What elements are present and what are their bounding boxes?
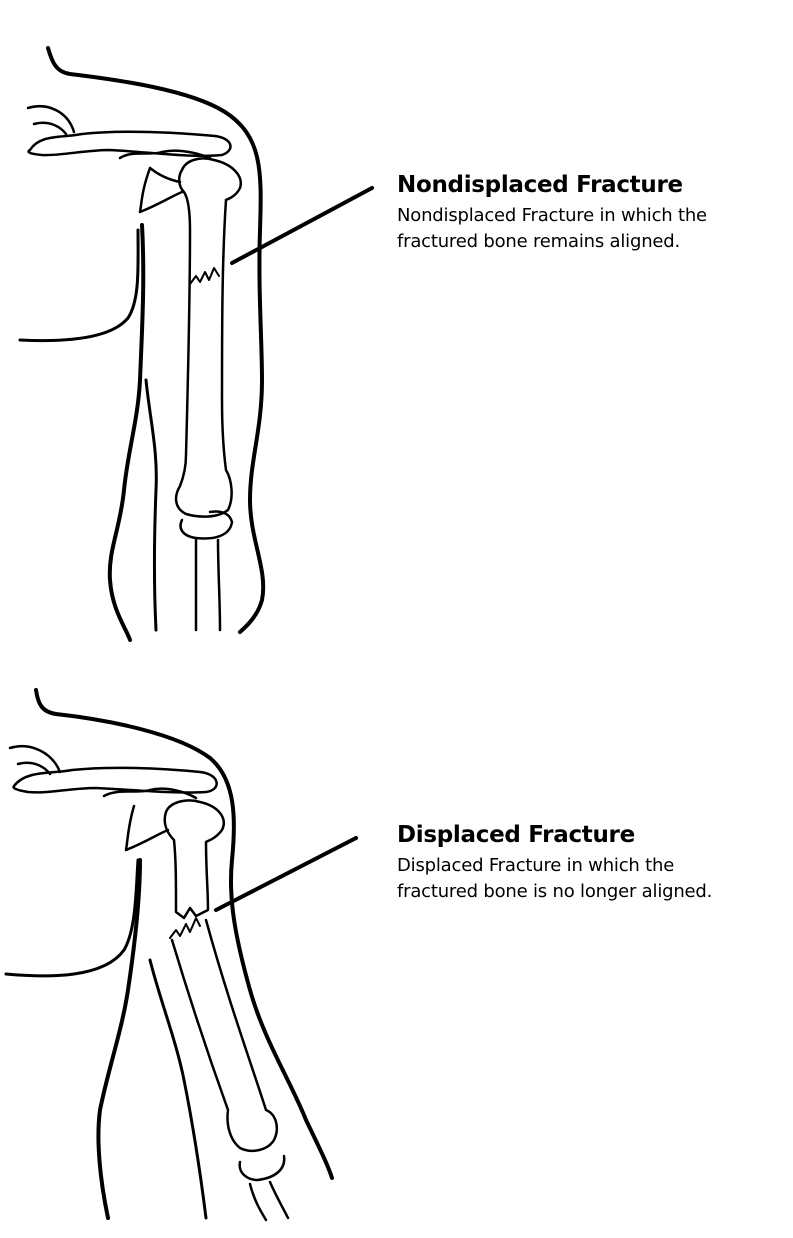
bottom-clavicle — [12, 766, 218, 794]
displaced-arm-illustration — [4, 688, 358, 1222]
nondisplaced-description-line-1: Nondisplaced Fracture in which the — [397, 205, 707, 226]
nondisplaced-description-line-2: fractured bone remains aligned. — [397, 231, 681, 252]
bottom-forearm-bones — [238, 1154, 290, 1222]
bottom-arm-outline-inner — [96, 858, 142, 1220]
bottom-clavicle-hook — [8, 745, 62, 776]
displaced-description-line-2: fractured bone is no longer aligned. — [397, 881, 713, 902]
top-arm-outline-outer — [46, 46, 266, 634]
top-scapula — [118, 149, 212, 214]
top-arm-inner-contour-2 — [144, 378, 158, 632]
displaced-description: Displaced Fracture in which the fracture… — [397, 853, 777, 905]
top-humerus — [174, 157, 243, 518]
bottom-humerus-distal — [170, 918, 278, 1152]
top-pointer-line — [230, 186, 374, 265]
nondisplaced-arm-illustration — [18, 46, 374, 642]
top-fracture-line — [189, 267, 220, 285]
top-chest-outline — [18, 228, 140, 343]
bottom-arm-inner-contour-2 — [148, 958, 208, 1220]
top-clavicle — [27, 130, 232, 158]
bottom-scapula — [102, 787, 198, 852]
bottom-fracture-line — [169, 917, 201, 939]
bottom-chest-outline — [4, 858, 140, 978]
bottom-pointer-line — [214, 836, 358, 912]
nondisplaced-description: Nondisplaced Fracture in which the fract… — [397, 203, 777, 255]
top-clavicle-hook — [26, 105, 76, 136]
displaced-title: Displaced Fracture — [397, 822, 635, 848]
top-forearm-bones — [179, 510, 234, 632]
nondisplaced-title: Nondisplaced Fracture — [397, 172, 683, 198]
bottom-humerus-proximal — [163, 799, 225, 920]
top-arm-outline-inner — [107, 223, 146, 642]
displaced-description-line-1: Displaced Fracture in which the — [397, 855, 675, 876]
nondisplaced-label: Nondisplaced Fracture Nondisplaced Fract… — [397, 170, 777, 255]
bottom-arm-outline-outer — [34, 688, 334, 1180]
displaced-label: Displaced Fracture Displaced Fracture in… — [397, 820, 777, 905]
